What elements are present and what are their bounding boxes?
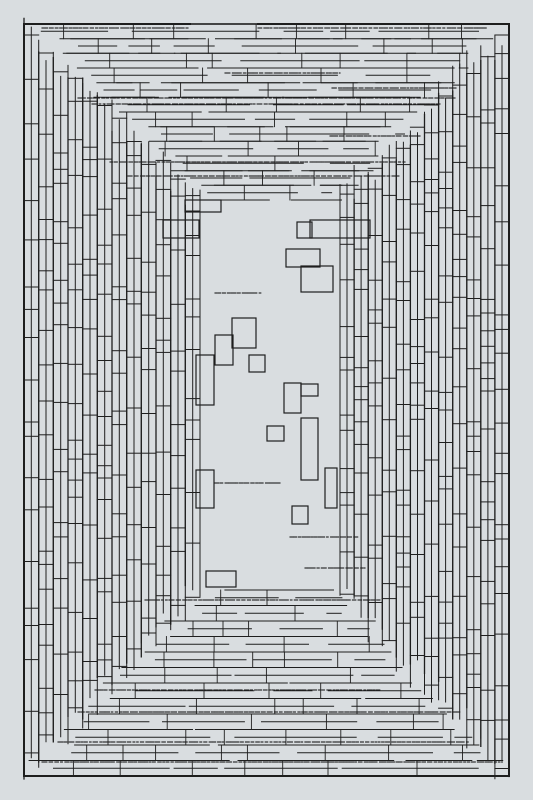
center-block bbox=[324, 467, 338, 509]
center-block bbox=[214, 334, 234, 366]
center-block bbox=[291, 505, 309, 525]
line-layer bbox=[23, 17, 510, 780]
center-block bbox=[184, 199, 222, 213]
center-block bbox=[266, 425, 285, 442]
center-block bbox=[300, 417, 319, 481]
center-block bbox=[195, 469, 215, 509]
center-block bbox=[283, 382, 302, 414]
center-block bbox=[248, 354, 266, 373]
center-block bbox=[309, 219, 371, 239]
center-block bbox=[231, 317, 257, 349]
center-block bbox=[296, 221, 313, 239]
center-block bbox=[195, 354, 215, 406]
center-block bbox=[162, 219, 200, 239]
center-block bbox=[300, 265, 334, 293]
center-block bbox=[300, 383, 319, 397]
center-block bbox=[285, 248, 321, 268]
center-block bbox=[205, 570, 237, 588]
